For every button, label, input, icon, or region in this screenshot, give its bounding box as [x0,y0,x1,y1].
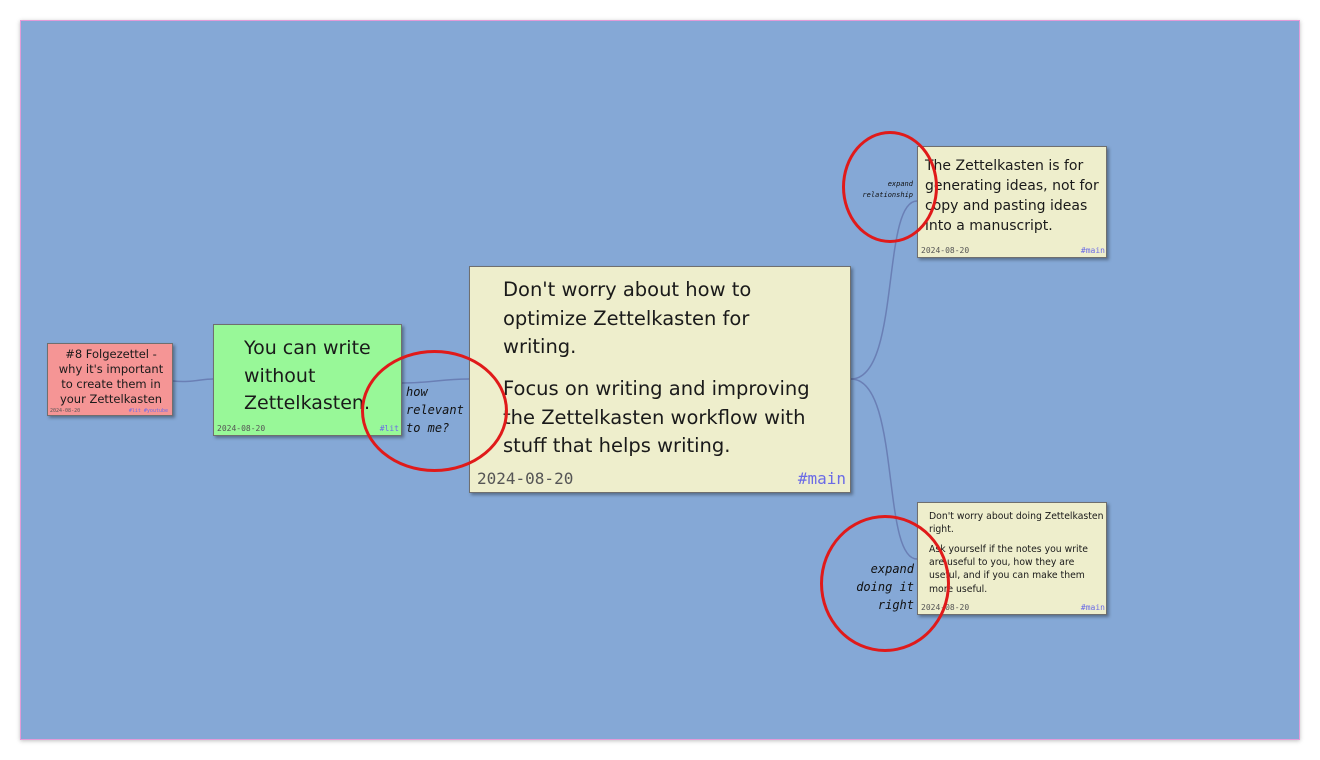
highlight-circle-expand-relationship [842,131,938,243]
note-doing-right-tag[interactable]: #main [1080,603,1105,612]
note-folgezettel-tags[interactable]: #lit #youtube [128,408,168,414]
note-folgezettel-date: 2024-08-20 [50,408,81,414]
note-ideas-date: 2024-08-20 [921,246,970,255]
note-main[interactable]: Don't worry about how to optimize Zettel… [469,266,851,493]
note-write-without-date: 2024-08-20 [217,424,266,433]
note-ideas-text: The Zettelkasten is for generating ideas… [925,158,1099,234]
note-main-para2: Focus on writing and improving the Zette… [503,377,810,457]
note-doing-right-para2: Ask yourself if the notes you write are … [929,544,1089,595]
note-doing-right-para1: Don't worry about doing Zettelkasten rig… [929,511,1104,536]
connector-folgezettel-to-write [172,378,214,383]
note-ideas-not-manuscript[interactable]: The Zettelkasten is for generating ideas… [917,146,1107,258]
note-folgezettel[interactable]: #8 Folgezettel - why it's important to c… [47,343,173,416]
note-main-para1: Don't worry about how to optimize Zettel… [503,278,752,358]
note-ideas-tag[interactable]: #main [1080,246,1105,255]
note-main-tag[interactable]: #main [797,469,846,488]
highlight-circle-how-relevant [361,350,508,472]
note-write-without-text: You can write without Zettelkasten. [244,337,371,414]
mindmap-canvas[interactable]: #8 Folgezettel - why it's important to c… [20,20,1300,740]
note-main-date: 2024-08-20 [477,469,574,488]
note-folgezettel-text: #8 Folgezettel - why it's important to c… [58,347,164,406]
highlight-circle-expand-doing-right [820,515,950,652]
